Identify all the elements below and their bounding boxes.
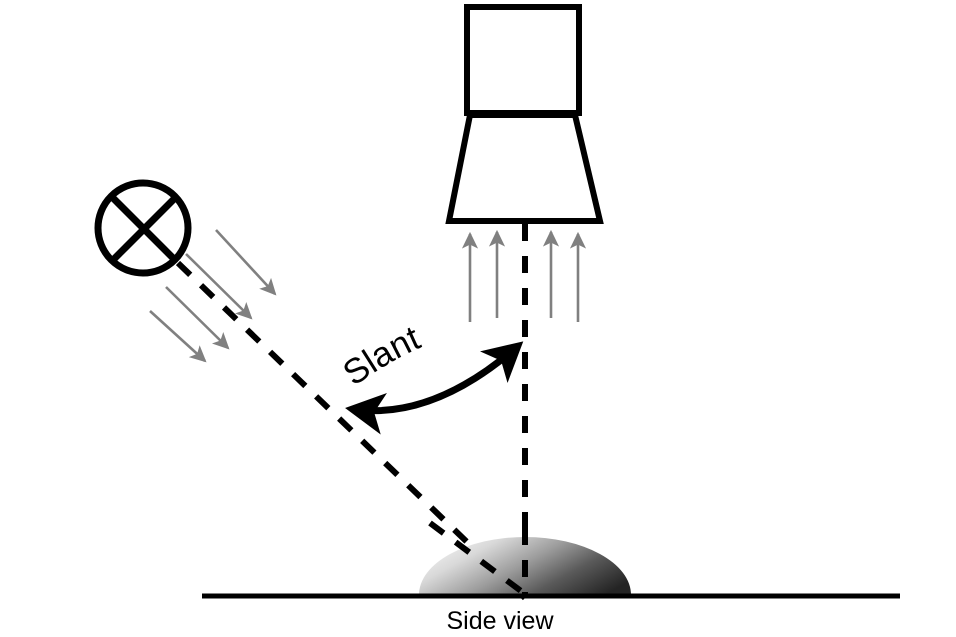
incoming-light-arrow-4 — [149, 310, 207, 363]
incoming-light-arrows — [149, 229, 277, 363]
incoming-light-arrow-3 — [165, 286, 230, 350]
camera-icon — [445, 4, 604, 224]
reflected-light-arrows-to-camera — [461, 229, 587, 322]
dashed-lines-over-dome — [428, 520, 528, 597]
camera-body — [464, 4, 582, 116]
slant-angle-double-arrow — [345, 341, 524, 435]
slant-label: Slant — [336, 318, 426, 393]
incoming-light-arrow-1 — [215, 229, 277, 296]
dashed-illumination-axis-over-dome — [428, 520, 527, 597]
lamp-cross-stroke-b-icon — [108, 193, 180, 265]
dashed-illumination-axis — [175, 260, 528, 601]
view-caption: Side view — [447, 607, 555, 635]
incoming-light-arrow-2 — [185, 253, 253, 320]
light-source-lamp — [94, 179, 192, 277]
camera-lens — [445, 112, 604, 224]
slant-label-textpath: Slant — [336, 318, 426, 393]
